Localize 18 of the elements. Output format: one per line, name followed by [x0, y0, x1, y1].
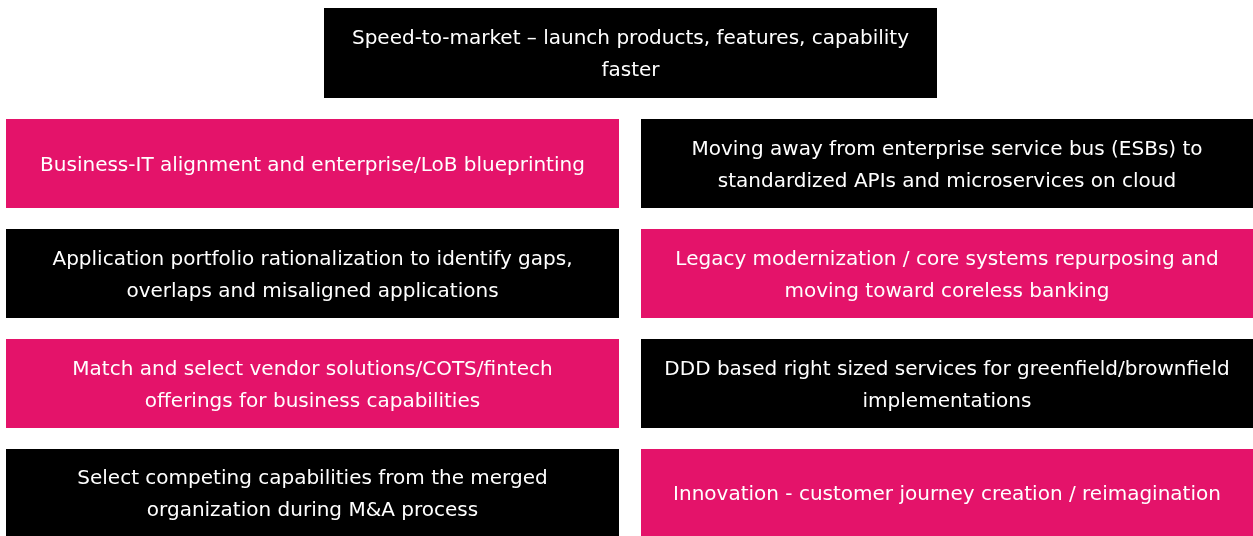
- box-text: Innovation - customer journey creation / reimagination: [673, 479, 1221, 507]
- text-box: [641, 449, 1253, 536]
- text-box: [6, 339, 619, 428]
- box-text: DDD based right sized services for greenfield/brownfield implementations: [663, 354, 1231, 414]
- box-text: Business-IT alignment and enterprise/LoB blueprinting: [40, 150, 585, 178]
- text-box: [6, 449, 619, 536]
- box-text: Application portfolio rationalization to identify gaps, overlaps and misaligned applications: [51, 244, 574, 304]
- text-box: [324, 8, 937, 98]
- box-text: Moving away from enterprise service bus (ESBs) to standardized APIs and microservices on cloud: [690, 134, 1204, 194]
- box-text: Speed-to-market – launch products, features, capability faster: [350, 24, 911, 83]
- box-text: Legacy modernization / core systems repurposing and moving toward coreless banking: [674, 244, 1220, 304]
- text-box: [641, 339, 1253, 428]
- text-box: [641, 229, 1253, 318]
- text-box: [641, 119, 1253, 208]
- text-box: [6, 119, 619, 208]
- text-box: [6, 229, 619, 318]
- box-text: Select competing capabilities from the merged organization during M&A process: [76, 463, 549, 523]
- box-text: Match and select vendor solutions/COTS/fintech offerings for business capabilities: [71, 354, 554, 414]
